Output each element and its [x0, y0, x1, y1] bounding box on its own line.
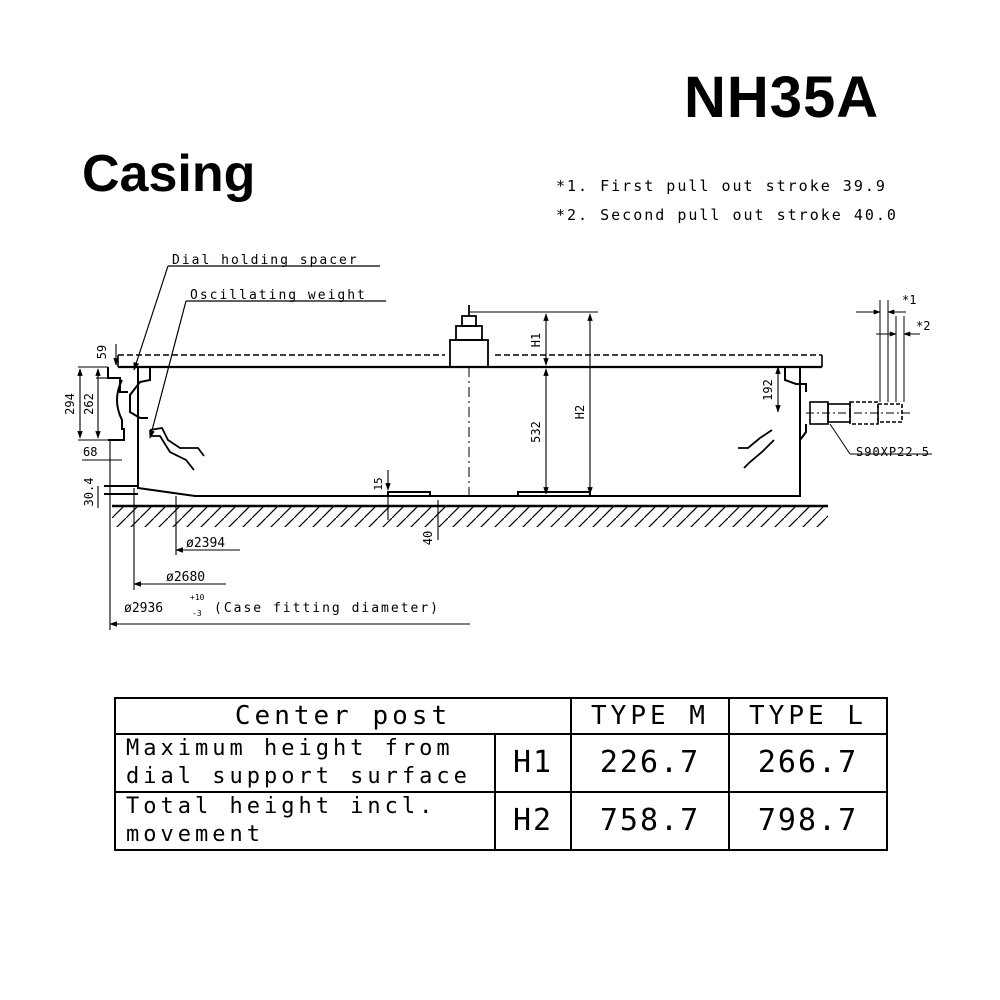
case-body — [104, 367, 807, 497]
label-case-fitting-diameter: (Case fitting diameter) — [214, 601, 440, 616]
dim-262: 262 — [82, 393, 96, 415]
dim-dia-2394: ø2394 — [186, 536, 225, 551]
section-title: Casing — [82, 145, 256, 203]
dim-h2: H2 — [573, 405, 587, 419]
dial-plate — [117, 354, 823, 369]
label-crown-spec: S90XP22.5 — [856, 445, 930, 459]
dimension-lines — [77, 311, 781, 630]
support-surface — [112, 504, 828, 527]
note-first-pull-out-stroke: *1. First pull out stroke 39.9 — [556, 177, 887, 195]
dim-dia-2680: ø2680 — [166, 570, 205, 585]
note-second-pull-out-stroke: *2. Second pull out stroke 40.0 — [556, 206, 898, 224]
label-star1: *1 — [902, 293, 916, 307]
tolerance-plus: +10 — [190, 593, 205, 602]
dim-h1: H1 — [529, 333, 543, 347]
row-type-m-value: 226.7 — [570, 733, 730, 793]
label-dial-holding-spacer: Dial holding spacer — [172, 253, 359, 268]
dim-68: 68 — [83, 445, 97, 459]
label-leaders — [133, 265, 386, 439]
row-code: H1 — [494, 733, 572, 793]
header-type-m: TYPE M — [570, 697, 730, 735]
dim-15: 15 — [372, 477, 385, 490]
model-title: NH35A — [684, 65, 880, 130]
dim-532: 532 — [529, 421, 543, 443]
oscillating-weight — [149, 427, 775, 471]
row-type-l-value: 266.7 — [728, 733, 888, 793]
crown-stem — [806, 300, 932, 455]
drawing-text: Dial holding spacer Oscillating weight S… — [63, 253, 930, 618]
header-type-l: TYPE L — [728, 697, 888, 735]
dim-40: 40 — [421, 531, 435, 545]
table-header-row: Center post TYPE M TYPE L — [114, 697, 888, 735]
label-oscillating-weight: Oscillating weight — [190, 288, 367, 303]
row-code: H2 — [494, 791, 572, 851]
dim-59: 59 — [95, 345, 109, 359]
dim-294: 294 — [63, 393, 77, 415]
row-label: Total height incl.movement — [114, 791, 496, 851]
dim-192: 192 — [761, 379, 775, 401]
tolerance-minus: -3 — [192, 609, 202, 618]
header-center-post: Center post — [114, 697, 572, 735]
dim-dia-2936: ø2936 — [124, 601, 163, 616]
center-post-table: Center post TYPE M TYPE L Maximum height… — [114, 697, 888, 851]
row-type-l-value: 798.7 — [728, 791, 888, 851]
casing-drawing: Dial holding spacer Oscillating weight S… — [63, 253, 932, 630]
table-row: Total height incl.movement H2 758.7 798.… — [114, 791, 888, 851]
dim-30-4: 30.4 — [82, 478, 96, 507]
label-star2: *2 — [916, 319, 930, 333]
row-type-m-value: 758.7 — [570, 791, 730, 851]
center-post — [449, 305, 489, 500]
